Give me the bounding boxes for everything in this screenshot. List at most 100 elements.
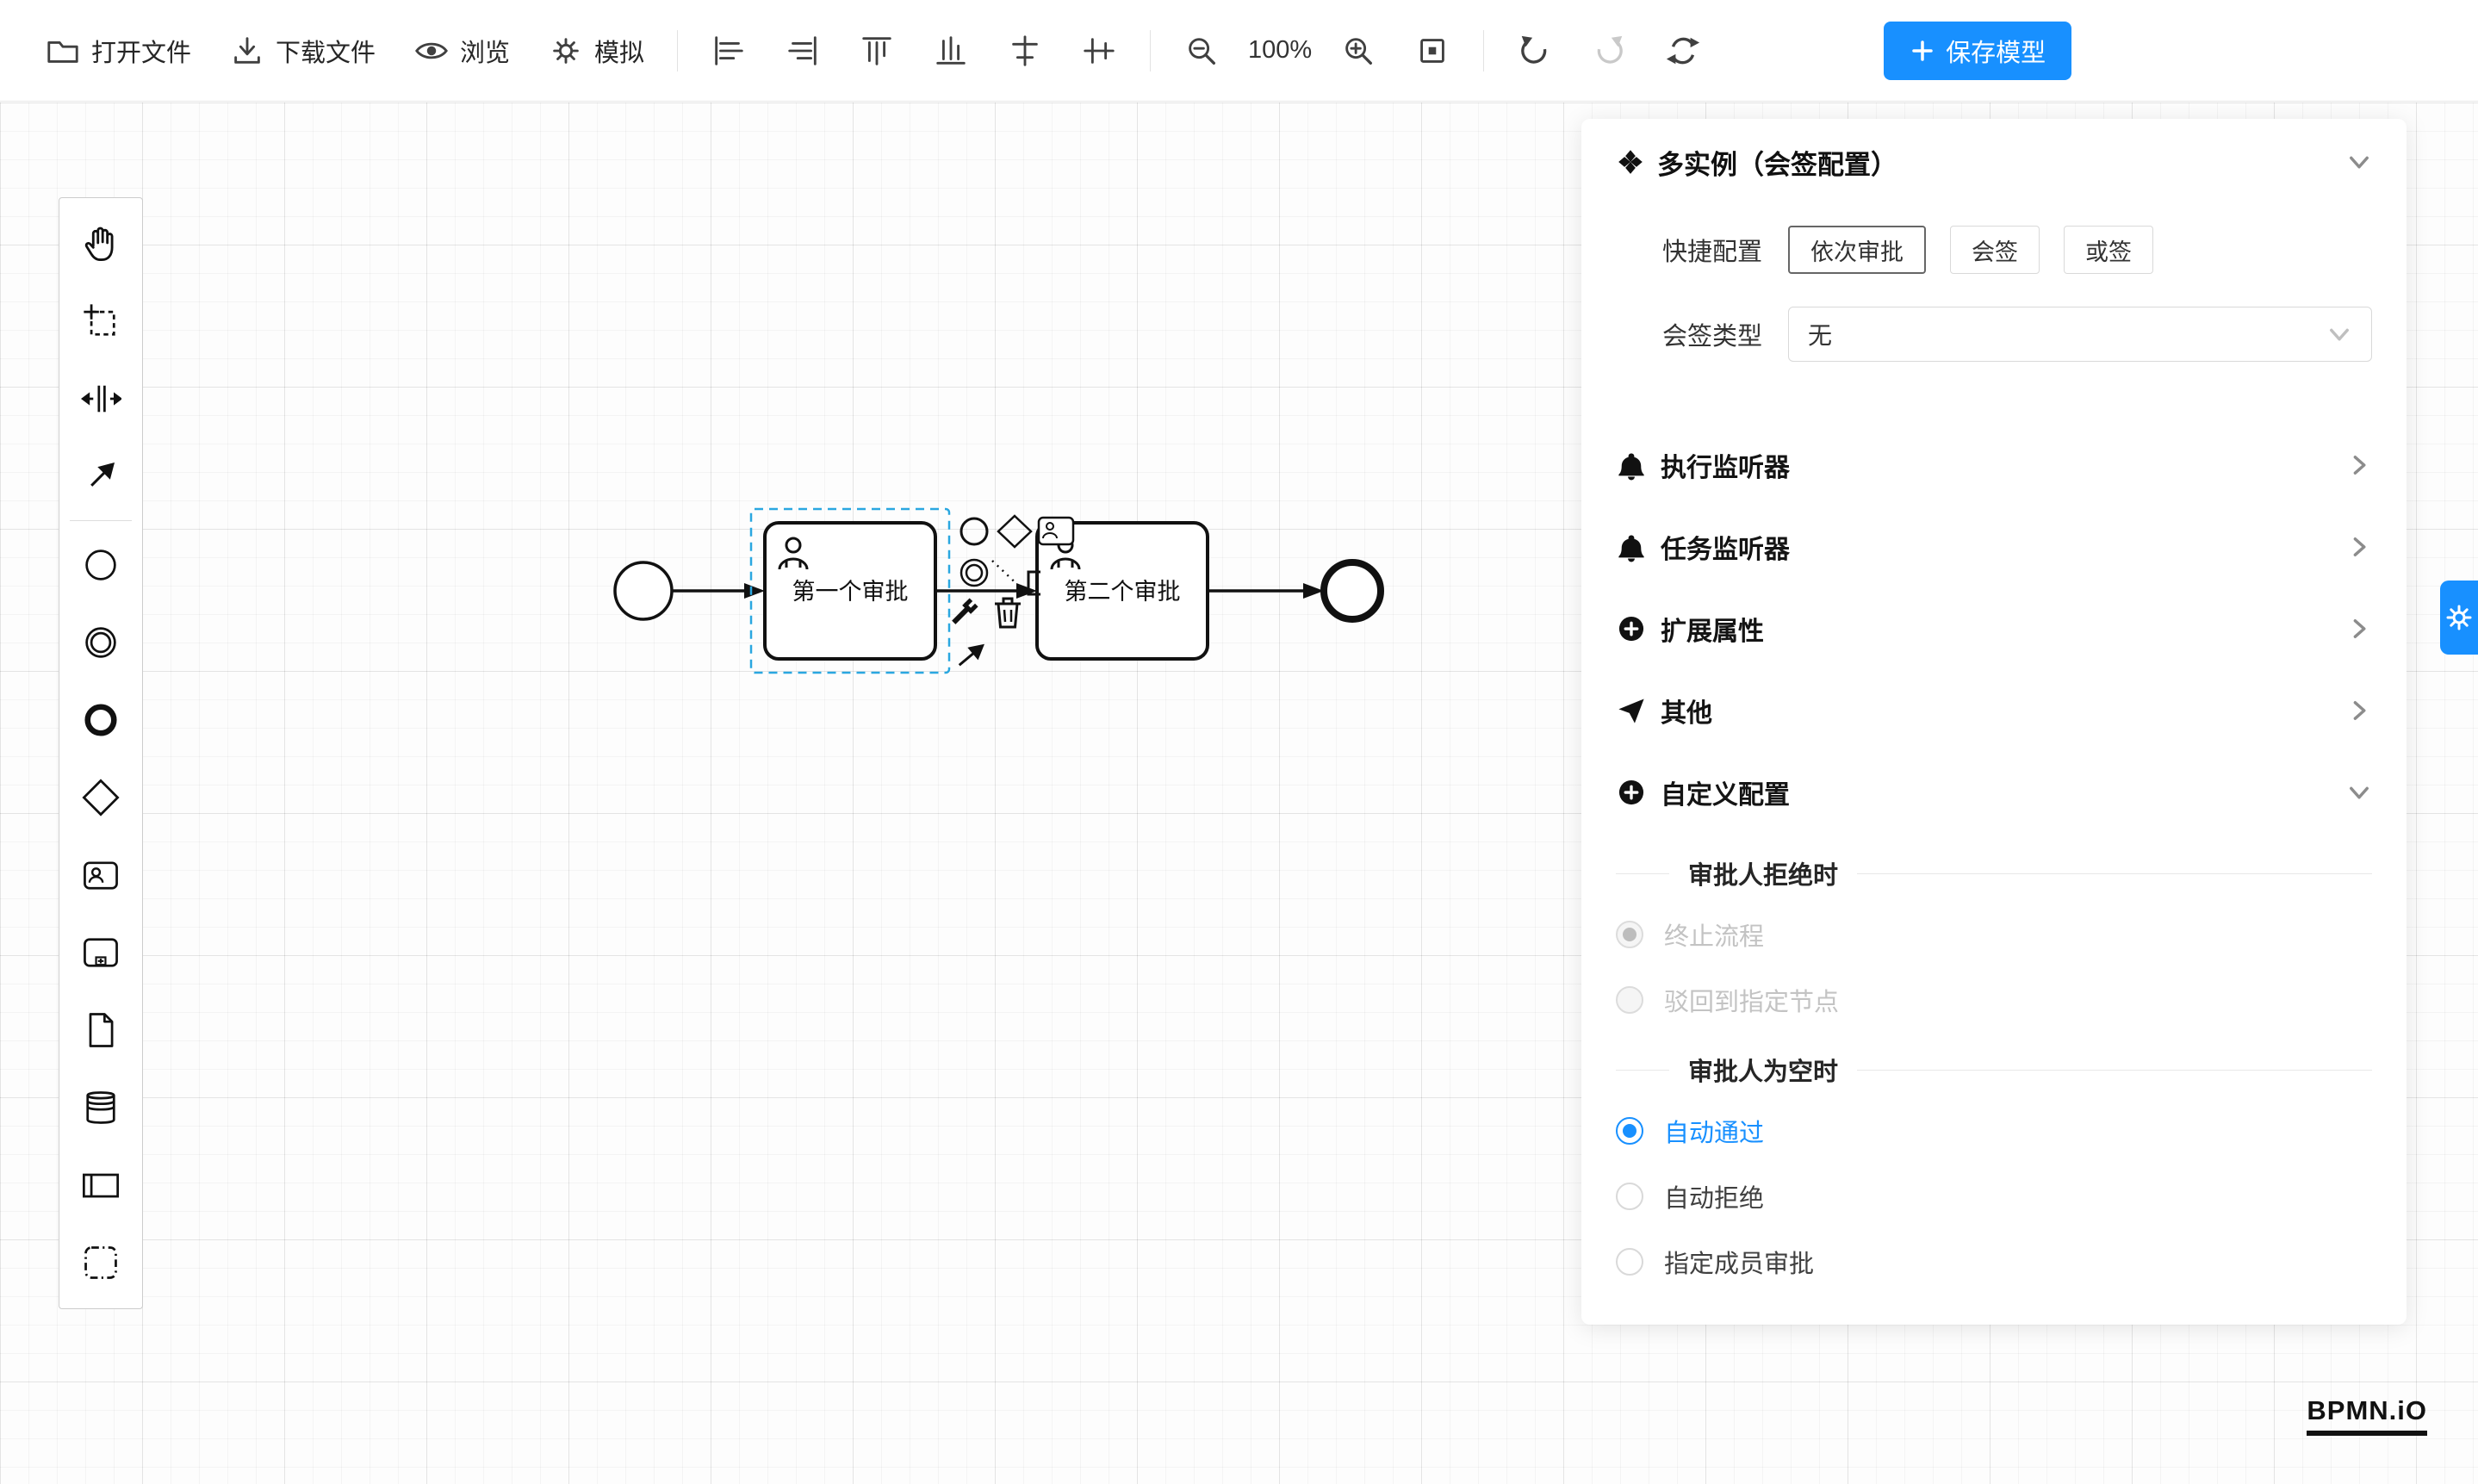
hand-tool[interactable] (59, 205, 142, 283)
create-participant[interactable] (59, 1146, 142, 1224)
section-task-listener[interactable]: 任务监听器 (1616, 506, 2372, 587)
hand-icon (84, 227, 114, 261)
radio-button (1616, 921, 1643, 948)
multi-instance-icon (1618, 150, 1643, 174)
radio-auto-pass[interactable]: 自动通过 (1616, 1098, 2372, 1164)
user-task-icon (84, 861, 118, 890)
create-data-object[interactable] (59, 991, 142, 1069)
section-extension-properties[interactable]: 扩展属性 (1616, 587, 2372, 669)
user-icon (778, 537, 809, 570)
start-event[interactable] (613, 561, 674, 621)
download-icon (234, 36, 260, 64)
task-first-approval[interactable]: 第一个审批 (763, 521, 937, 661)
toolbar-separator (1483, 29, 1485, 71)
append-end-event-button[interactable] (960, 517, 989, 546)
align-top-icon (862, 36, 891, 65)
download-file-button[interactable]: 下载文件 (210, 18, 394, 84)
send-icon (1618, 699, 1644, 723)
task-second-approval[interactable]: 第二个审批 (1035, 521, 1209, 661)
data-store-icon (86, 1091, 115, 1124)
create-gateway[interactable] (59, 759, 142, 836)
sequence-flow-3[interactable] (1208, 583, 1324, 599)
gear-icon (553, 37, 579, 64)
quick-option-orsign[interactable]: 或签 (2064, 226, 2153, 274)
sequence-flow-2[interactable] (935, 583, 1037, 599)
section-execution-listener[interactable]: 执行监听器 (1616, 424, 2372, 506)
context-pad (949, 514, 1075, 669)
bpmn-io-logo[interactable]: BPMN.iO (2307, 1395, 2427, 1436)
section-other[interactable]: 其他 (1616, 669, 2372, 751)
chevron-down-icon (2330, 328, 2349, 341)
undo-button[interactable] (1498, 18, 1572, 84)
connect-icon[interactable] (955, 641, 986, 669)
section-custom-config[interactable]: 自定义配置 (1616, 751, 2372, 833)
create-user-task[interactable] (59, 836, 142, 914)
lasso-tool[interactable] (59, 283, 142, 360)
trash-icon[interactable] (995, 597, 1021, 629)
eye-icon (415, 42, 448, 59)
refresh-icon (1666, 37, 1700, 64)
sequence-flow-1[interactable] (672, 583, 765, 599)
create-subprocess[interactable] (59, 914, 142, 991)
data-object-icon (89, 1013, 114, 1047)
reject-section-title: 审批人拒绝时 (1616, 855, 2372, 891)
zoom-out-button[interactable] (1164, 18, 1239, 84)
open-file-label: 打开文件 (91, 39, 192, 67)
open-file-button[interactable]: 打开文件 (26, 18, 210, 84)
redo-icon (1597, 35, 1623, 64)
align-right-button[interactable] (766, 18, 840, 84)
palette (59, 197, 143, 1309)
create-end-event[interactable] (59, 681, 142, 759)
task2-label: 第二个审批 (1065, 579, 1181, 605)
save-model-label: 保存模型 (1946, 39, 2046, 67)
empty-section-title: 审批人为空时 (1616, 1052, 2372, 1088)
zoom-in-button[interactable] (1321, 18, 1395, 84)
settings-tab[interactable] (2440, 581, 2478, 655)
append-user-task-button[interactable] (1037, 516, 1075, 546)
align-center-horizontal-icon (1012, 34, 1038, 66)
redo-button[interactable] (1572, 18, 1646, 84)
radio-terminate-process[interactable]: 终止流程 (1616, 902, 2372, 967)
quick-option-countersign[interactable]: 会签 (1950, 226, 2040, 274)
preview-button[interactable]: 浏览 (394, 18, 529, 84)
append-gateway-button[interactable] (997, 514, 1033, 549)
space-tool-icon (81, 385, 121, 413)
align-left-button[interactable] (692, 18, 766, 84)
undo-icon (1521, 35, 1547, 64)
panel-header[interactable]: 多实例（会签配置） (1616, 119, 2372, 205)
panel-title: 多实例（会签配置） (1657, 149, 1897, 180)
radio-return-to-node[interactable]: 驳回到指定节点 (1616, 967, 2372, 1033)
create-intermediate-event[interactable] (59, 604, 142, 681)
global-connect-tool[interactable] (59, 438, 142, 515)
radio-auto-reject[interactable]: 自动拒绝 (1616, 1164, 2372, 1229)
append-text-annotation-button[interactable] (991, 560, 1040, 596)
sign-type-select[interactable]: 无 (1788, 307, 2372, 362)
quick-option-sequential[interactable]: 依次审批 (1788, 226, 1926, 274)
simulate-button[interactable]: 模拟 (529, 18, 663, 84)
chevron-down-icon (2350, 156, 2369, 169)
align-center-horizontal-button[interactable] (988, 18, 1062, 84)
refresh-button[interactable] (1646, 18, 1720, 84)
radio-button (1616, 1248, 1643, 1276)
sign-type-value: 无 (1808, 322, 1833, 349)
align-top-button[interactable] (840, 18, 914, 84)
save-model-button[interactable]: 保存模型 (1884, 21, 2072, 80)
properties-panel: 多实例（会签配置） 快捷配置 依次审批 会签 或签 会签类型 无 执行监听器 (1581, 119, 2407, 1325)
intermediate-event-icon (85, 627, 116, 658)
create-group[interactable] (59, 1224, 142, 1301)
end-event[interactable] (1320, 559, 1384, 623)
wrench-icon[interactable] (949, 598, 978, 626)
fit-viewport-button[interactable] (1395, 18, 1469, 84)
create-start-event[interactable] (59, 526, 142, 604)
space-tool[interactable] (59, 360, 142, 438)
quick-config-label: 快捷配置 (1661, 239, 1762, 266)
align-middle-vertical-button[interactable] (1062, 18, 1136, 84)
radio-button (1616, 1117, 1643, 1145)
align-right-icon (788, 35, 817, 65)
align-bottom-button[interactable] (914, 18, 988, 84)
radio-assign-member[interactable]: 指定成员审批 (1616, 1229, 2372, 1295)
append-intermediate-event-button[interactable] (960, 558, 989, 587)
chevron-right-icon (2353, 700, 2366, 720)
create-data-store[interactable] (59, 1069, 142, 1146)
chevron-right-icon (2353, 537, 2366, 556)
